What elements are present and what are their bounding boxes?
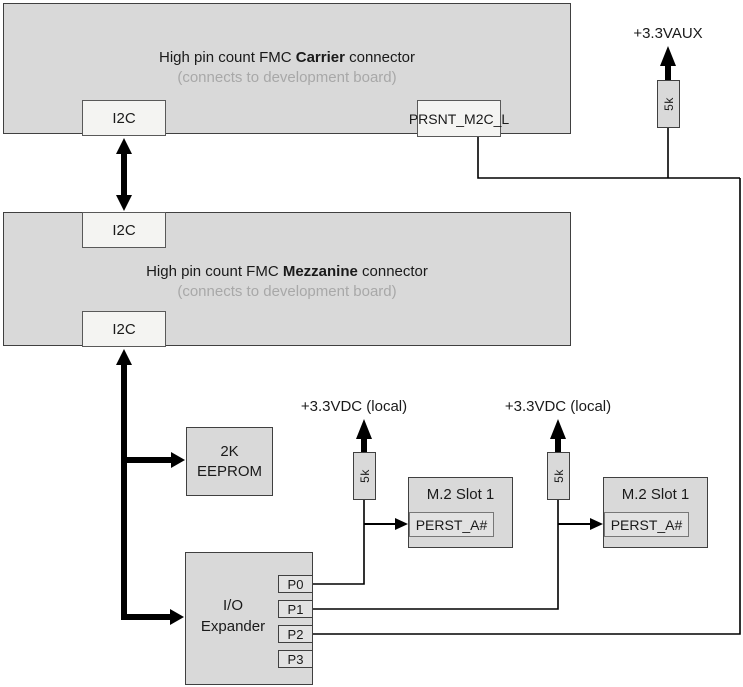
m2-slot-2-perst-pin: PERST_A# — [604, 512, 689, 537]
expander-port-p1: P1 — [278, 600, 313, 618]
carrier-i2c-port: I2C — [82, 100, 166, 136]
i2c-bus-arrowhead-up-icon — [116, 138, 132, 154]
p2-wire — [313, 178, 741, 635]
eeprom-arrowhead-icon — [171, 452, 185, 468]
p0-wire — [313, 500, 365, 585]
port-p3-label: P3 — [287, 651, 304, 667]
pullup-resistor-2: 5k — [547, 452, 570, 500]
m2-slot-box-1: M.2 Slot 1 PERST_A# — [408, 477, 513, 548]
mezzanine-i2c-top-port: I2C — [82, 212, 166, 248]
vaux-label: +3.3VAUX — [633, 25, 703, 42]
perst2-arrowhead-icon — [590, 518, 603, 530]
mezzanine-subtitle: (connects to development board) — [177, 283, 397, 300]
resistor-1-value: 5k — [357, 469, 372, 483]
mezzanine-i2c-bottom-port: I2C — [82, 311, 166, 347]
expander-port-p0: P0 — [278, 575, 313, 593]
m2-slot-1-perst-pin: PERST_A# — [409, 512, 494, 537]
carrier-title: High pin count FMC Carrier connector — [159, 49, 415, 66]
vaux-pullup-resistor: 5k — [657, 80, 680, 128]
m2-slot-box-2: M.2 Slot 1 PERST_A# — [603, 477, 708, 548]
m2-slot-2-title: M.2 Slot 1 — [621, 486, 690, 503]
port-p0-label: P0 — [287, 576, 304, 592]
prsnt-label: PRSNT_M2C_L — [408, 110, 510, 127]
vdc2-label: +3.3VDC (local) — [504, 398, 612, 415]
port-p2-label: P2 — [287, 626, 304, 642]
expander-port-p2: P2 — [278, 625, 313, 643]
prsnt-wire — [477, 137, 740, 179]
vdc1-label: +3.3VDC (local) — [300, 398, 408, 415]
perst-label-2: PERST_A# — [610, 516, 683, 533]
perst-label-1: PERST_A# — [415, 516, 488, 533]
vaux-resistor-value: 5k — [661, 97, 676, 111]
vaux-arrowhead-icon — [660, 46, 676, 66]
p1-wire — [313, 500, 559, 610]
i2c-trunk — [121, 362, 172, 620]
vdc1-arrowhead-icon — [356, 419, 372, 439]
i2c-bus-arrowhead-down-icon — [116, 195, 132, 211]
port-p1-label: P1 — [287, 601, 304, 617]
vdc2-arrowhead-icon — [550, 419, 566, 439]
carrier-i2c-label: I2C — [112, 109, 136, 127]
resistor-2-value: 5k — [551, 469, 566, 483]
expander-arrowhead-icon — [170, 609, 184, 625]
expander-port-p3: P3 — [278, 650, 313, 668]
perst1-arrowhead-icon — [395, 518, 408, 530]
pullup-resistor-1: 5k — [353, 452, 376, 500]
prsnt-m2c-l-port: PRSNT_M2C_L — [409, 100, 509, 137]
carrier-subtitle: (connects to development board) — [177, 69, 397, 86]
mezzanine-title: High pin count FMC Mezzanine connector — [146, 263, 428, 280]
m2-slot-1-title: M.2 Slot 1 — [426, 486, 495, 503]
mezzanine-i2c-top-label: I2C — [112, 221, 136, 239]
i2c-trunk-arrowhead-up-icon — [116, 349, 132, 365]
mezzanine-i2c-bottom-label: I2C — [112, 320, 136, 338]
